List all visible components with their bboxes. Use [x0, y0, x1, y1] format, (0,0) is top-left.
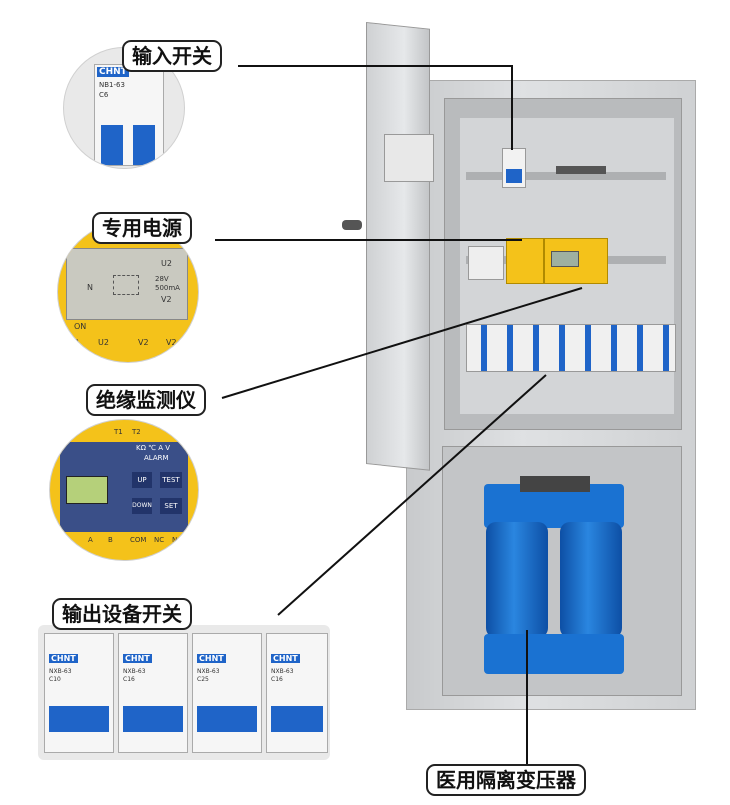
psu-bottom-u2b: U2	[98, 338, 109, 347]
monitor-button-up[interactable]: UP	[132, 472, 152, 488]
psu-left-label: N	[87, 283, 93, 292]
output-switches-closeup: CHNT NXB-63 C10 CHNT NXB-63 C16 CHNT NXB…	[38, 625, 330, 760]
output-breaker-model: NXB-63	[49, 668, 72, 675]
monitor-term-com: COM	[130, 536, 147, 544]
output-breaker-3: CHNT NXB-63 C25	[192, 633, 262, 753]
psu-bottom-v2b: V2	[166, 338, 177, 347]
cabinet-door[interactable]	[366, 22, 430, 471]
cabinet	[342, 22, 696, 710]
input-breaker-closeup: CHNT NB1-63 C6	[94, 64, 164, 166]
small-breakers	[468, 246, 504, 280]
output-breaker-row	[466, 324, 676, 372]
output-breaker-4: CHNT NXB-63 C16	[266, 633, 328, 753]
monitor-units: KΩ ℃ A V	[136, 444, 171, 452]
brand-logo: CHNT	[49, 654, 78, 663]
monitor-t2: T2	[132, 428, 141, 436]
brand-logo: CHNT	[271, 654, 300, 663]
psu-bottom-v2a: V2	[138, 338, 149, 347]
monitor-button-test[interactable]: TEST	[160, 472, 182, 488]
input-breaker	[502, 148, 526, 188]
label-insulation-monitor: 绝缘监测仪	[86, 384, 206, 416]
psu-terminal-v2: V2	[161, 295, 172, 304]
power-supply-module	[506, 238, 544, 284]
insulation-monitor-module	[544, 238, 608, 284]
breaker-toggle	[133, 125, 155, 165]
input-breaker-model: NB1-63	[99, 81, 125, 89]
monitor-term-b: B	[108, 536, 113, 544]
label-power-supply: 专用电源	[92, 212, 192, 244]
brand-logo: CHNT	[197, 654, 226, 663]
brand-logo: CHNT	[97, 67, 129, 77]
monitor-t1: T1	[114, 428, 123, 436]
monitor-face: KΩ ℃ A V ALARM UP TEST DOWN SET	[60, 442, 188, 532]
output-breaker-model: NXB-63	[271, 668, 294, 675]
input-breaker-rating: C6	[99, 91, 109, 99]
door-fitting	[384, 134, 434, 182]
psu-spec-current: 500mA	[155, 284, 180, 292]
output-breaker-model: NXB-63	[197, 668, 220, 675]
transformer-symbol-icon	[113, 275, 139, 295]
psu-bottom-u2a: U2	[68, 338, 79, 347]
din-rail	[466, 172, 666, 180]
monitor-alarm: ALARM	[144, 454, 169, 462]
monitor-lcd	[66, 476, 108, 504]
monitor-button-down[interactable]: DOWN	[132, 498, 152, 514]
psu-spec-voltage: 28V	[155, 275, 169, 283]
breaker-toggle	[197, 706, 257, 732]
psu-terminal-u2: U2	[161, 259, 172, 268]
brand-logo: CHNT	[123, 654, 152, 663]
output-breaker-rating: C16	[123, 676, 135, 683]
power-supply-closeup: N U2 28V 500mA V2 ON U2 U2 V2 V2	[58, 222, 198, 362]
terminal-bar	[556, 166, 606, 174]
door-handle[interactable]	[342, 220, 362, 230]
output-breaker-rating: C25	[197, 676, 209, 683]
monitor-term-no: NO	[172, 536, 183, 544]
output-breaker-2: CHNT NXB-63 C16	[118, 633, 188, 753]
isolation-transformer	[480, 474, 630, 684]
output-breaker-rating: C16	[271, 676, 283, 683]
psu-on-label: ON	[74, 322, 87, 331]
monitor-button-set[interactable]: SET	[160, 498, 182, 514]
insulation-monitor-closeup: T1 T2 KΩ ℃ A V ALARM UP TEST DOWN SET A …	[50, 420, 198, 560]
label-input-switch: 输入开关	[122, 40, 222, 72]
psu-panel: N U2 28V 500mA V2	[66, 248, 188, 320]
breaker-toggle	[49, 706, 109, 732]
output-breaker-1: CHNT NXB-63 C10	[44, 633, 114, 753]
output-breaker-rating: C10	[49, 676, 61, 683]
breaker-toggle	[271, 706, 323, 732]
label-isolation-transformer: 医用隔离变压器	[426, 764, 586, 796]
monitor-term-a: A	[88, 536, 93, 544]
output-breaker-model: NXB-63	[123, 668, 146, 675]
breaker-toggle	[101, 125, 123, 165]
monitor-term-nc: NC	[154, 536, 165, 544]
breaker-toggle	[123, 706, 183, 732]
label-output-switches: 输出设备开关	[52, 598, 192, 630]
